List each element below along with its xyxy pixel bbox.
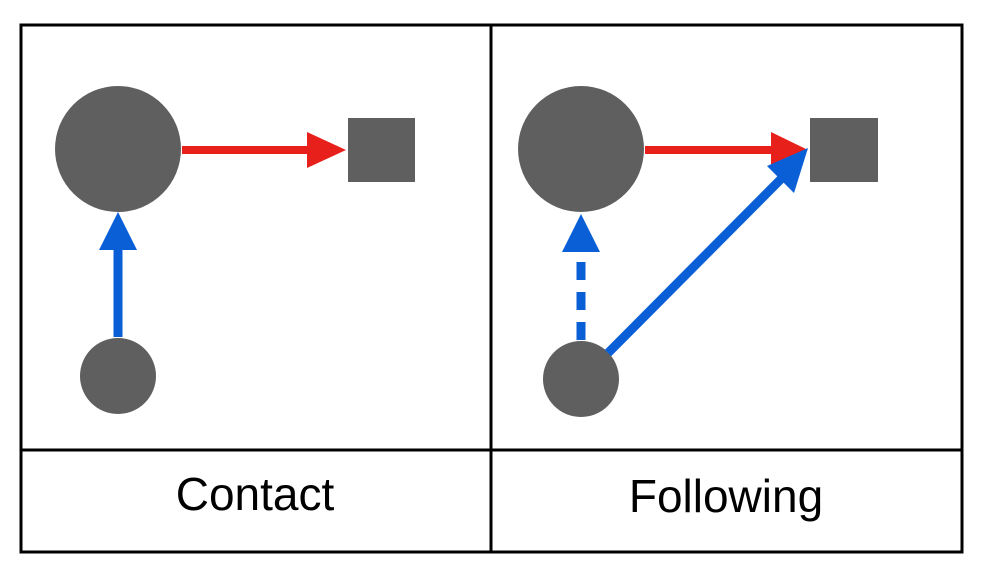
leader-to-target-arrowhead [771,132,808,168]
caption-following: Following [629,470,823,522]
follower-to-leader-arrowhead [99,212,137,250]
figure-frame [19,23,964,554]
target-node [348,118,415,182]
leader-node [518,86,644,212]
panel-following [518,86,878,417]
follower-to-target-arrowhead [767,148,808,193]
follower-to-leader-arrowhead [562,214,600,252]
follower-node [80,338,156,414]
panel-contact [55,86,415,414]
follower-node [543,341,619,417]
leader-node [55,86,181,212]
target-node [810,118,878,182]
caption-contact: Contact [176,468,335,520]
leader-to-target-arrowhead [307,132,346,168]
follower-to-target-arrow [604,171,789,357]
